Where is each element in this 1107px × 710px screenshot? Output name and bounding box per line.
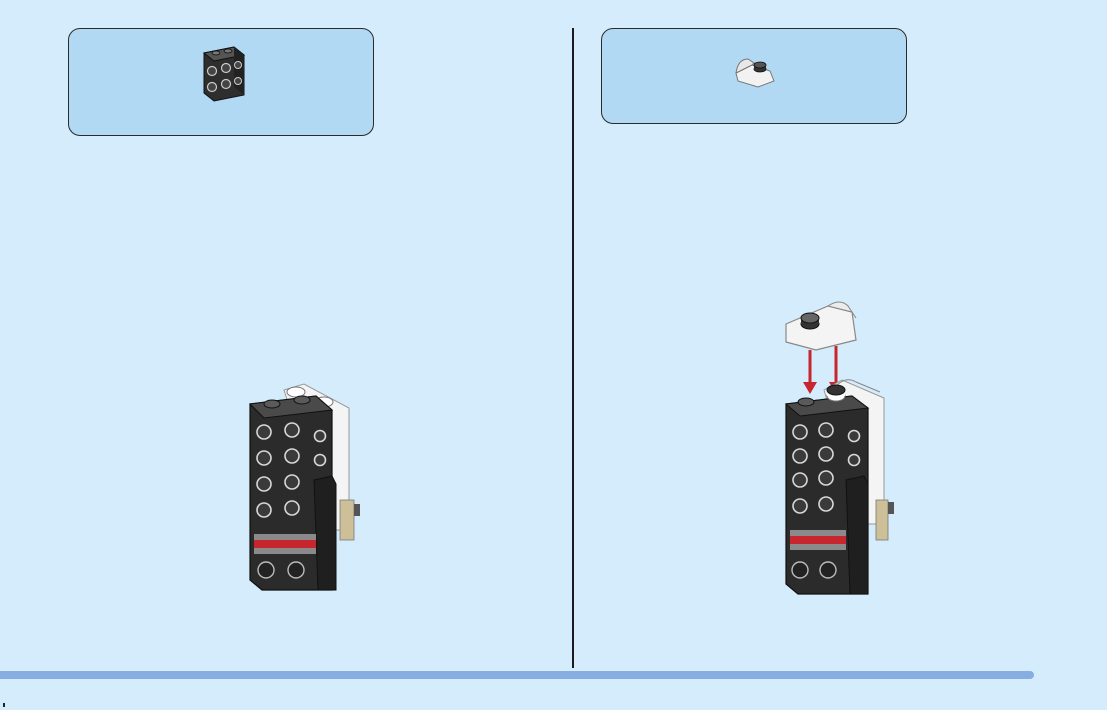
model-assembly-right <box>780 294 940 598</box>
black-brick-with-side-studs-icon <box>196 43 248 105</box>
white-slope-plate-icon <box>732 55 780 89</box>
build-step-left <box>0 0 572 668</box>
page-bottom-bar <box>0 671 1034 679</box>
floating-white-slope-piece <box>786 302 856 350</box>
parts-callout-right <box>601 28 907 124</box>
placement-arrow-left <box>803 350 817 394</box>
build-step-right <box>574 0 1107 668</box>
corner-mark <box>3 703 5 707</box>
parts-callout-left <box>68 28 374 136</box>
model-assembly-left <box>244 380 374 595</box>
